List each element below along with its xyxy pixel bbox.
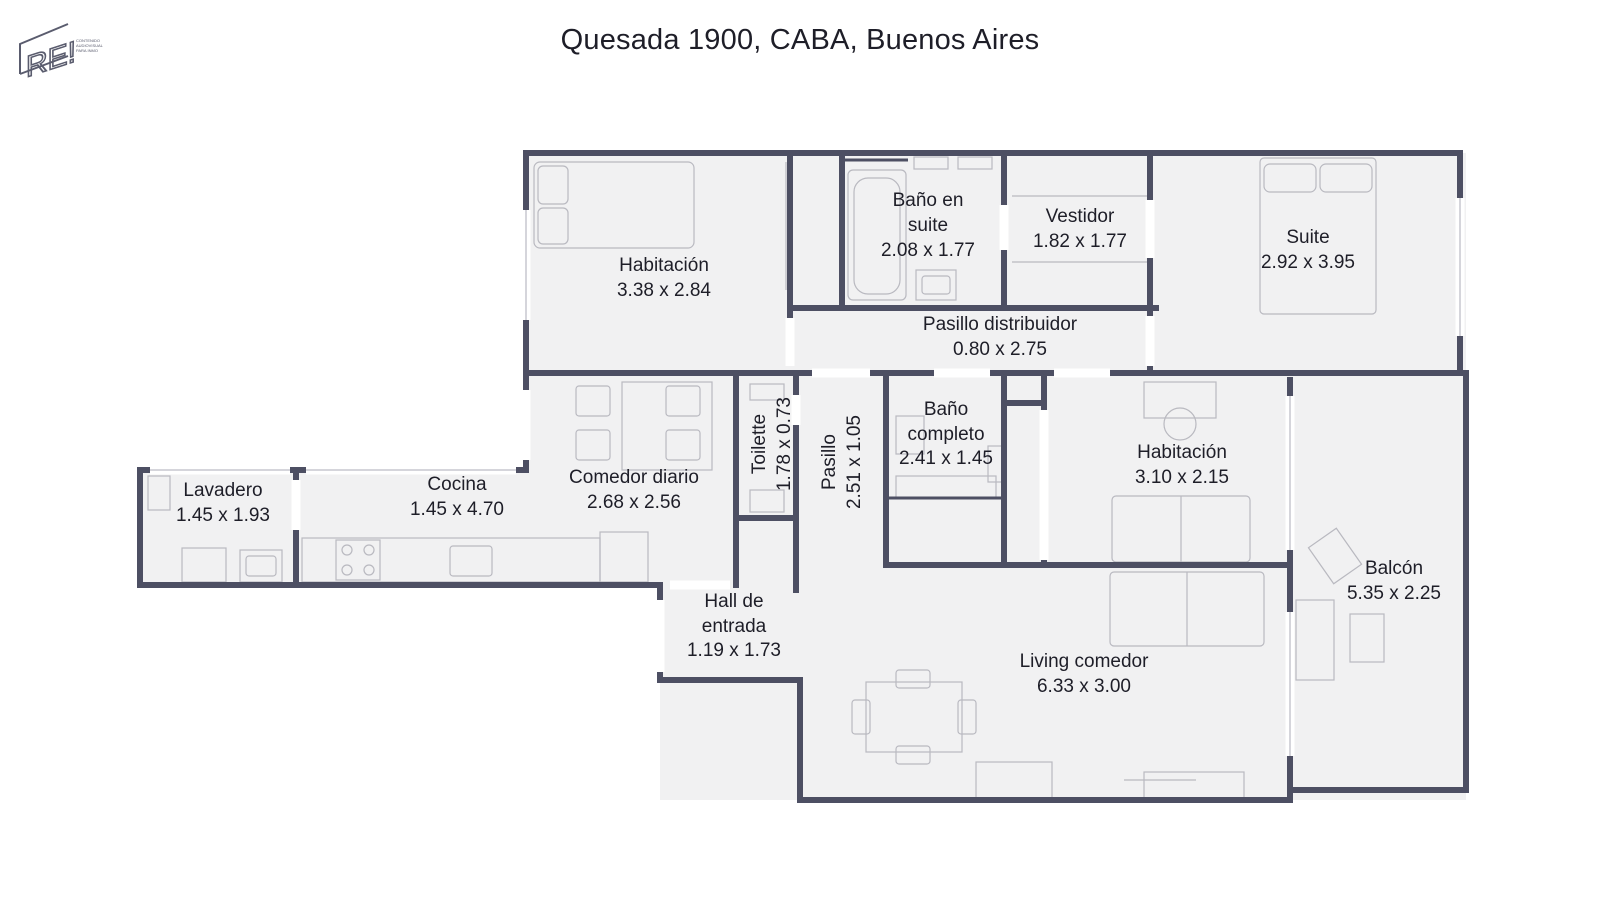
room-name: Habitación bbox=[619, 255, 709, 276]
room-dims: 3.38 x 2.84 bbox=[617, 280, 711, 301]
room-name: Pasillo distribuidor bbox=[923, 314, 1078, 335]
logo-tagline-1: CONTENIDO bbox=[76, 38, 100, 43]
room-name: Balcón bbox=[1365, 558, 1423, 579]
living-dining-table-icon bbox=[851, 669, 1245, 799]
room-dims: 2.08 x 1.77 bbox=[881, 240, 975, 261]
toilet-icon bbox=[749, 383, 785, 513]
room-name: Toilette bbox=[749, 414, 770, 474]
room-name-line1: Baño en bbox=[893, 190, 964, 211]
room-name: Living comedor bbox=[1020, 651, 1150, 672]
room-name-line2: entrada bbox=[702, 616, 767, 637]
room-dims: 1.78 x 0.73 bbox=[774, 397, 795, 491]
room-living-comedor: Living comedor 6.33 x 3.00 bbox=[1020, 651, 1150, 697]
room-name: Vestidor bbox=[1046, 206, 1115, 227]
room-name: Suite bbox=[1286, 227, 1329, 248]
room-dims: 6.33 x 3.00 bbox=[1037, 676, 1131, 697]
room-hall-entrada: Hall de entrada 1.19 x 1.73 bbox=[687, 591, 781, 661]
room-name-line1: Hall de bbox=[704, 591, 763, 612]
page-title: Quesada 1900, CABA, Buenos Aires bbox=[560, 24, 1040, 56]
room-dims: 1.82 x 1.77 bbox=[1033, 231, 1127, 252]
room-pasillo-distribuidor: Pasillo distribuidor 0.80 x 2.75 bbox=[923, 314, 1078, 360]
room-dims: 1.19 x 1.73 bbox=[687, 640, 781, 661]
room-bano-completo: Baño completo 2.41 x 1.45 bbox=[899, 399, 993, 469]
room-dims: 1.45 x 1.93 bbox=[176, 505, 270, 526]
logo-tagline-3: PARA INMO bbox=[76, 48, 98, 53]
bathtub-icon bbox=[847, 156, 993, 301]
room-dims: 2.41 x 1.45 bbox=[899, 448, 993, 469]
room-dims: 1.45 x 4.70 bbox=[410, 499, 504, 520]
openings bbox=[150, 198, 1465, 756]
room-name: Habitación bbox=[1137, 442, 1227, 463]
room-cocina: Cocina 1.45 x 4.70 bbox=[410, 474, 504, 520]
room-pasillo: Pasillo 2.51 x 1.05 bbox=[819, 415, 865, 509]
room-name-line1: Baño bbox=[924, 399, 968, 420]
room-habitacion-1: Habitación 3.38 x 2.84 bbox=[617, 255, 711, 301]
room-dims: 5.35 x 2.25 bbox=[1347, 583, 1441, 604]
room-comedor-diario: Comedor diario 2.68 x 2.56 bbox=[569, 467, 699, 513]
room-bano-suite: Baño en suite 2.08 x 1.77 bbox=[881, 190, 975, 261]
room-name: Cocina bbox=[427, 474, 487, 495]
dining-table-icon bbox=[575, 381, 713, 471]
sofa-icon bbox=[1109, 571, 1265, 647]
room-name-line2: completo bbox=[907, 424, 984, 445]
room-habitacion-2: Habitación 3.10 x 2.15 bbox=[1135, 442, 1229, 488]
bed-icon bbox=[533, 161, 787, 290]
room-labels: Habitación 3.38 x 2.84 Baño en suite 2.0… bbox=[176, 190, 1441, 697]
room-toilette: Toilette 1.78 x 0.73 bbox=[749, 397, 795, 491]
room-vestidor: Vestidor 1.82 x 1.77 bbox=[1033, 206, 1127, 252]
room-dims: 2.51 x 1.05 bbox=[844, 415, 865, 509]
room-suite: Suite 2.92 x 3.95 bbox=[1261, 227, 1355, 273]
room-name: Comedor diario bbox=[569, 467, 699, 488]
company-logo: RE! CONTENIDO AUDIOVISUAL PARA INMO bbox=[19, 23, 104, 82]
floor-areas bbox=[140, 153, 1466, 800]
logo-tagline-2: AUDIOVISUAL bbox=[76, 43, 104, 48]
room-dims: 2.68 x 2.56 bbox=[587, 492, 681, 513]
balcony-furniture-icon bbox=[1295, 527, 1385, 681]
room-name: Lavadero bbox=[183, 480, 262, 501]
room-dims: 2.92 x 3.95 bbox=[1261, 252, 1355, 273]
room-balcon: Balcón 5.35 x 2.25 bbox=[1347, 558, 1441, 604]
room-lavadero: Lavadero 1.45 x 1.93 bbox=[176, 480, 270, 526]
closet-icon bbox=[1012, 195, 1148, 263]
room-name-line2: suite bbox=[908, 215, 948, 236]
room-dims: 0.80 x 2.75 bbox=[953, 339, 1047, 360]
room-name: Pasillo bbox=[819, 434, 840, 490]
room-dims: 3.10 x 2.15 bbox=[1135, 467, 1229, 488]
